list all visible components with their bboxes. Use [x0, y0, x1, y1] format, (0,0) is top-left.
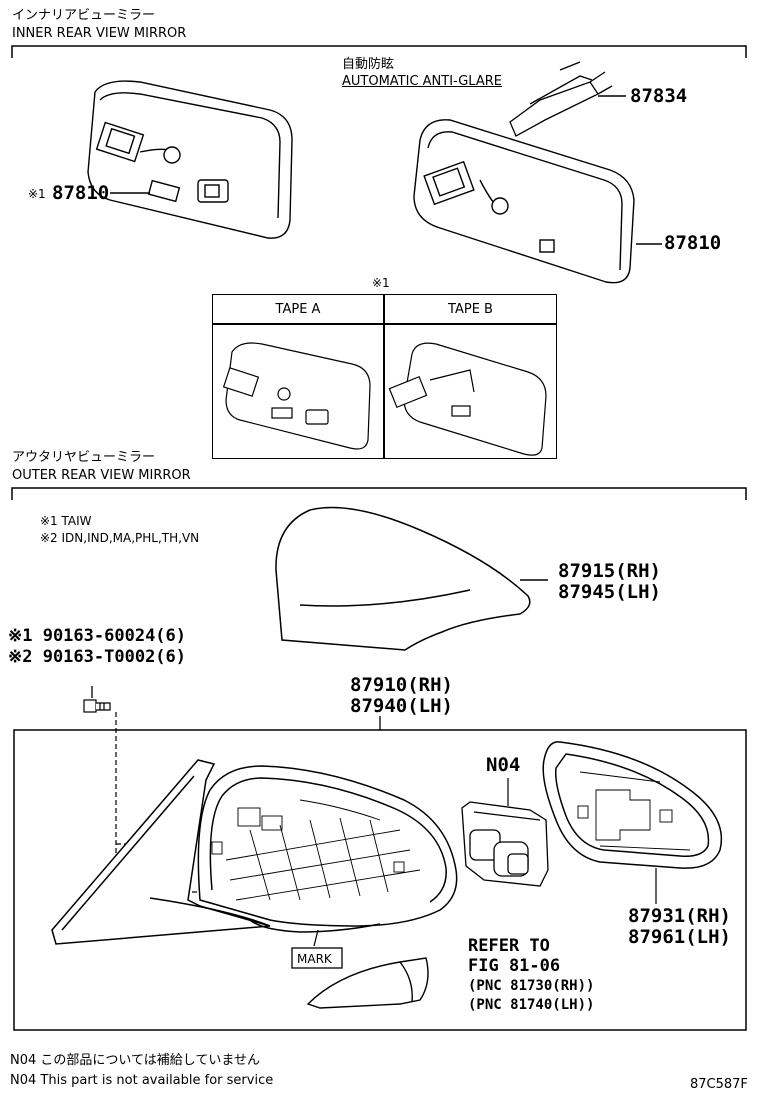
part-number-cover-rh: 87915(RH): [558, 560, 661, 582]
turn-signal-drawing: [306, 957, 429, 1009]
part-number-cover-lh: 87945(LH): [558, 581, 661, 603]
mirror-glass-drawing: [542, 741, 723, 869]
outer-title-jp: アウタリヤビューミラー: [12, 450, 156, 465]
part-number-screw-1: ※1 90163-60024(6): [8, 626, 187, 646]
part-number-assy-lh: 87940(LH): [350, 695, 453, 717]
inner-title-jp: インナリアビューミラー: [12, 8, 156, 23]
mirror-housing-interior: [211, 799, 421, 901]
tape-a-header: TAPE A: [275, 302, 321, 317]
outer-title-en: OUTER REAR VIEW MIRROR: [12, 468, 191, 483]
screw-drawing: [83, 699, 111, 713]
outer-section-bracket: [11, 487, 747, 500]
refer-line-2: FIG 81-06: [468, 956, 561, 976]
mirror-motor-drawing: [461, 801, 549, 887]
part-number-87810-left: 87810: [52, 182, 110, 204]
refer-line-4: (PNC 81740(LH)): [468, 997, 595, 1013]
figure-code: 87C587F: [690, 1077, 748, 1092]
tape-b-drawing: [388, 342, 547, 456]
mirror-left-mark: ※1: [28, 187, 46, 201]
tape-table: TAPE A TAPE B: [212, 294, 557, 459]
mirror-housing-drawing: [197, 765, 458, 933]
tape-a-drawing: [222, 342, 371, 450]
mirror-glass-interior: [577, 771, 691, 851]
mirror-base-drawing: [51, 759, 271, 945]
inner-title-en: INNER REAR VIEW MIRROR: [12, 26, 187, 41]
part-number-motor: N04: [486, 754, 521, 776]
part-number-glass-lh: 87961(LH): [628, 926, 731, 948]
mark-label: MARK: [297, 952, 332, 966]
part-number-assy-rh: 87910(RH): [350, 674, 453, 696]
part-number-glass-rh: 87931(RH): [628, 905, 731, 927]
outer-note-2: ※2 IDN,IND,MA,PHL,TH,VN: [40, 531, 200, 545]
refer-line-3: (PNC 81730(RH)): [468, 978, 595, 994]
assembly-frame: [13, 729, 747, 1031]
refer-line-1: REFER TO: [468, 936, 550, 956]
part-number-screw-2: ※2 90163-T0002(6): [8, 647, 187, 667]
outer-note-1: ※1 TAIW: [40, 514, 92, 528]
anti-glare-label-en: AUTOMATIC ANTI-GLARE: [342, 74, 502, 89]
part-number-87834: 87834: [630, 85, 688, 107]
mark-box: [291, 947, 343, 969]
harness-drawing: [509, 61, 613, 137]
footer-note-jp: N04 この部品については補給していません: [10, 1053, 260, 1068]
inner-section-bracket: [11, 45, 747, 58]
part-number-87810-right: 87810: [664, 232, 722, 254]
inner-mirror-right-drawing: [413, 119, 635, 284]
anti-glare-label-jp: 自動防眩: [342, 57, 395, 72]
tape-b-header: TAPE B: [448, 302, 493, 317]
mirror-cover-drawing: [275, 506, 531, 651]
footer-note-en: N04 This part is not available for servi…: [10, 1073, 274, 1088]
inner-mirror-left-drawing: [87, 80, 293, 239]
tape-table-note: ※1: [372, 276, 390, 290]
